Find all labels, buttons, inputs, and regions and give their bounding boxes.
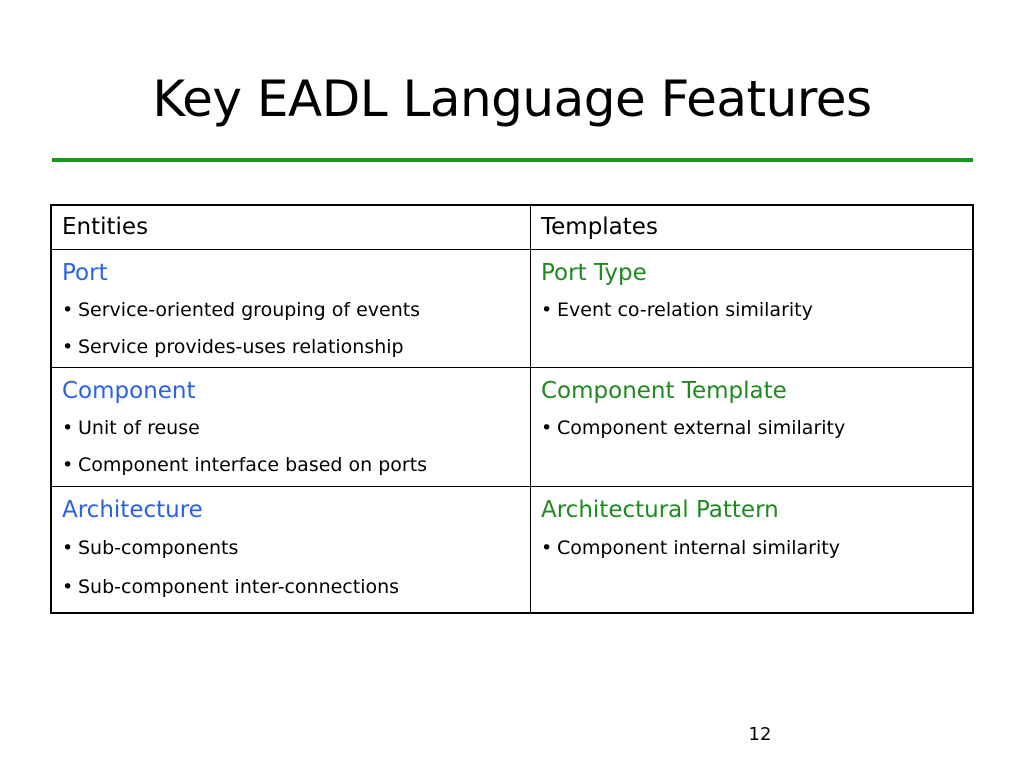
entity-cell-port: Port Service-oriented grouping of events… xyxy=(50,249,531,368)
entity-heading: Component xyxy=(62,378,196,404)
bullet-item: Service-oriented grouping of events xyxy=(62,292,520,329)
template-heading: Architectural Pattern xyxy=(541,497,779,523)
bullet-item: Service provides-uses relationship xyxy=(62,329,520,366)
bullet-item: Event co-relation similarity xyxy=(541,292,962,329)
title-underline xyxy=(52,158,973,162)
features-table: Entities Templates Port Service-oriented… xyxy=(50,204,974,614)
template-bullets: Component internal similarity xyxy=(541,529,962,568)
template-heading: Component Template xyxy=(541,378,787,404)
table-header-row: Entities Templates xyxy=(50,204,974,250)
bullet-item: Sub-component inter-connections xyxy=(62,568,520,607)
bullet-item: Component internal similarity xyxy=(541,529,962,568)
entity-heading: Architecture xyxy=(62,497,203,523)
template-cell-port-type: Port Type Event co-relation similarity xyxy=(530,249,974,368)
page-number: 12 xyxy=(748,724,772,745)
table-row: Port Service-oriented grouping of events… xyxy=(50,249,974,368)
template-bullets: Component external similarity xyxy=(541,410,962,447)
entity-bullets: Sub-components Sub-component inter-conne… xyxy=(62,529,520,607)
table-row: Architecture Sub-components Sub-componen… xyxy=(50,486,974,614)
table-row: Component Unit of reuse Component interf… xyxy=(50,367,974,487)
bullet-item: Unit of reuse xyxy=(62,410,520,447)
header-templates: Templates xyxy=(530,204,974,250)
template-cell-architectural-pattern: Architectural Pattern Component internal… xyxy=(530,486,974,614)
entity-bullets: Service-oriented grouping of events Serv… xyxy=(62,292,520,366)
entity-heading: Port xyxy=(62,260,108,286)
bullet-item: Sub-components xyxy=(62,529,520,568)
entity-cell-component: Component Unit of reuse Component interf… xyxy=(50,367,531,487)
template-bullets: Event co-relation similarity xyxy=(541,292,962,329)
template-heading: Port Type xyxy=(541,260,647,286)
bullet-item: Component external similarity xyxy=(541,410,962,447)
entity-bullets: Unit of reuse Component interface based … xyxy=(62,410,520,484)
slide-title: Key EADL Language Features xyxy=(152,70,872,128)
entity-cell-architecture: Architecture Sub-components Sub-componen… xyxy=(50,486,531,614)
header-entities: Entities xyxy=(50,204,531,250)
bullet-item: Component interface based on ports xyxy=(62,447,520,484)
template-cell-component-template: Component Template Component external si… xyxy=(530,367,974,487)
